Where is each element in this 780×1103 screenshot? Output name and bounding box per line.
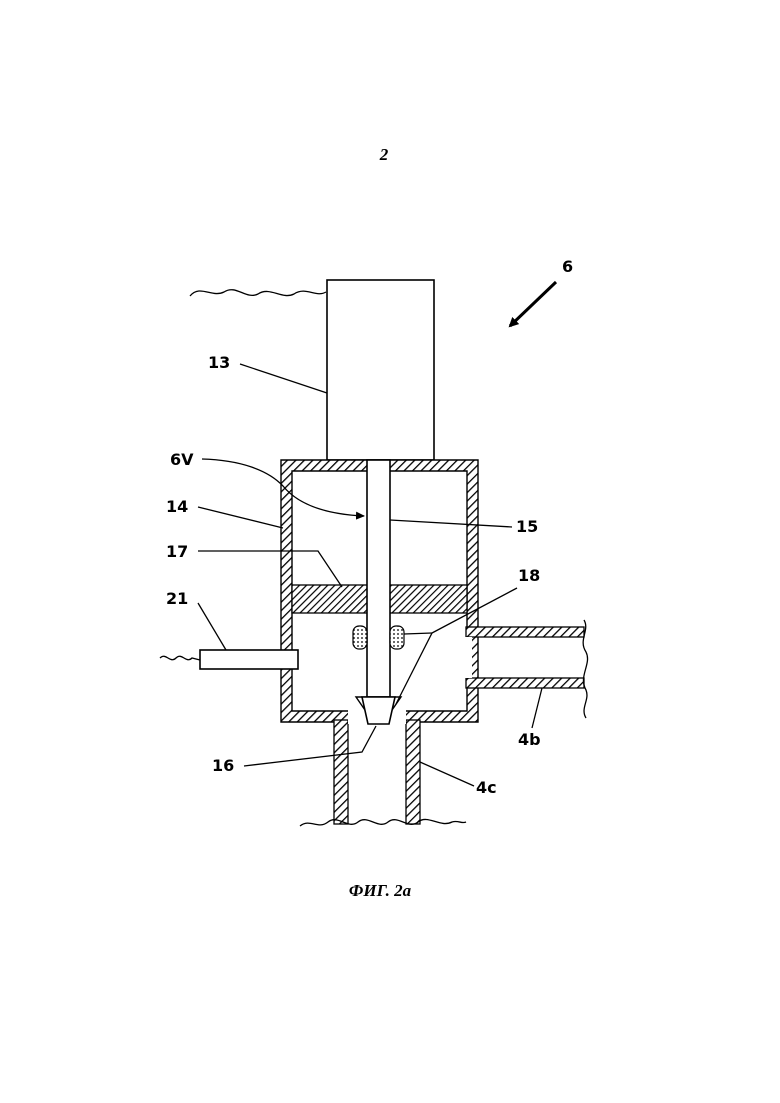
label-4c: 4c (476, 778, 497, 797)
pipe-4b-break-line (583, 620, 587, 718)
label-18: 18 (518, 566, 540, 585)
label-6v: 6V (170, 450, 194, 469)
leader-4c (420, 762, 474, 786)
valve-plug-16 (362, 697, 395, 724)
pipe-4b-upper-wall (466, 627, 584, 637)
leader-16 (244, 726, 376, 766)
leader-18-b (404, 633, 432, 634)
label-21: 21 (166, 589, 188, 608)
leader-13 (240, 364, 327, 393)
leader-15 (390, 520, 512, 527)
label-15: 15 (516, 517, 538, 536)
label-6: 6 (562, 257, 573, 276)
tube-21 (200, 650, 298, 669)
leader-4b (532, 688, 542, 728)
leader-14 (198, 507, 283, 528)
label-13: 13 (208, 353, 230, 372)
label-4b: 4b (518, 730, 541, 749)
pipe-4b-lower-wall (466, 678, 584, 688)
leader-21 (198, 603, 226, 650)
page-number: 2 (379, 145, 389, 164)
pipe-4c-left-wall (334, 720, 348, 824)
pipe-4c-break-line (300, 819, 466, 826)
direction-arrow (510, 282, 556, 326)
label-16: 16 (212, 756, 234, 775)
label-17: 17 (166, 542, 188, 561)
label-14: 14 (166, 497, 188, 516)
cable-break-line (190, 290, 326, 296)
tube-21-break-line (160, 656, 200, 660)
seal-ring-18-left (353, 626, 367, 649)
pipe-4c-right-wall (406, 720, 420, 824)
seal-ring-18-right (390, 626, 404, 649)
actuator-13 (327, 280, 434, 460)
leader-17 (198, 551, 342, 587)
stem-15 (367, 460, 390, 697)
figure-caption: ФИГ. 2а (349, 881, 412, 900)
pipe-4b-opening (464, 637, 472, 678)
